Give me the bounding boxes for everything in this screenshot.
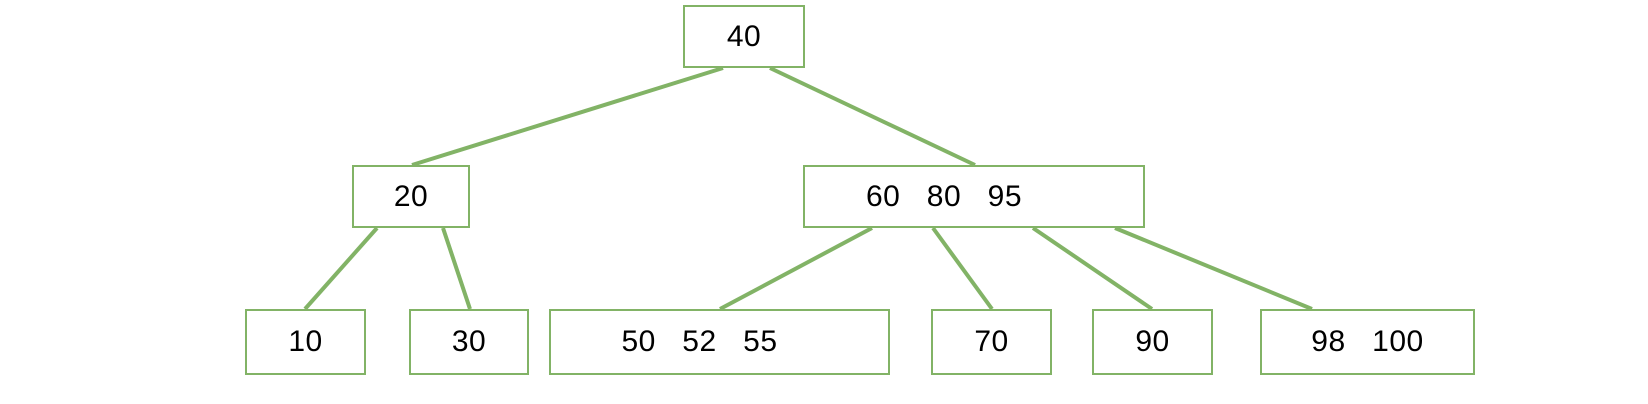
- edge-80-to-70: [931, 226, 994, 311]
- edge-20-to-30: [441, 227, 472, 310]
- edge-95-to-98-100: [1114, 226, 1313, 311]
- node-60-80-95[interactable]: 60 80 95: [803, 165, 1145, 228]
- node-root-40-label: 40: [726, 19, 762, 53]
- leaf-30[interactable]: 30: [409, 309, 529, 375]
- leaf-10-label: 10: [288, 325, 323, 358]
- leaf-30-label: 30: [451, 325, 487, 358]
- edge-root-to-20: [411, 66, 724, 167]
- leaf-98-100-label: 98 100: [1311, 325, 1424, 358]
- leaf-50-52-55[interactable]: 50 52 55: [549, 309, 890, 375]
- leaf-70[interactable]: 70: [931, 309, 1052, 375]
- edge-20-to-10: [303, 226, 379, 311]
- node-20[interactable]: 20: [352, 165, 470, 228]
- leaf-98-100[interactable]: 98 100: [1260, 309, 1475, 375]
- leaf-70-label: 70: [974, 325, 1009, 358]
- leaf-50-52-55-label: 50 52 55: [621, 325, 778, 358]
- leaf-90[interactable]: 90: [1092, 309, 1213, 375]
- edge-root-to-60-80-95: [769, 66, 976, 167]
- node-20-label: 20: [393, 179, 429, 213]
- node-root-40[interactable]: 40: [683, 5, 805, 68]
- edge-95-to-90: [1031, 226, 1154, 311]
- node-60-80-95-label: 60 80 95: [865, 179, 1023, 213]
- edge-60-to-50-52-55: [719, 226, 873, 311]
- leaf-90-label: 90: [1135, 325, 1170, 358]
- leaf-10[interactable]: 10: [245, 309, 366, 375]
